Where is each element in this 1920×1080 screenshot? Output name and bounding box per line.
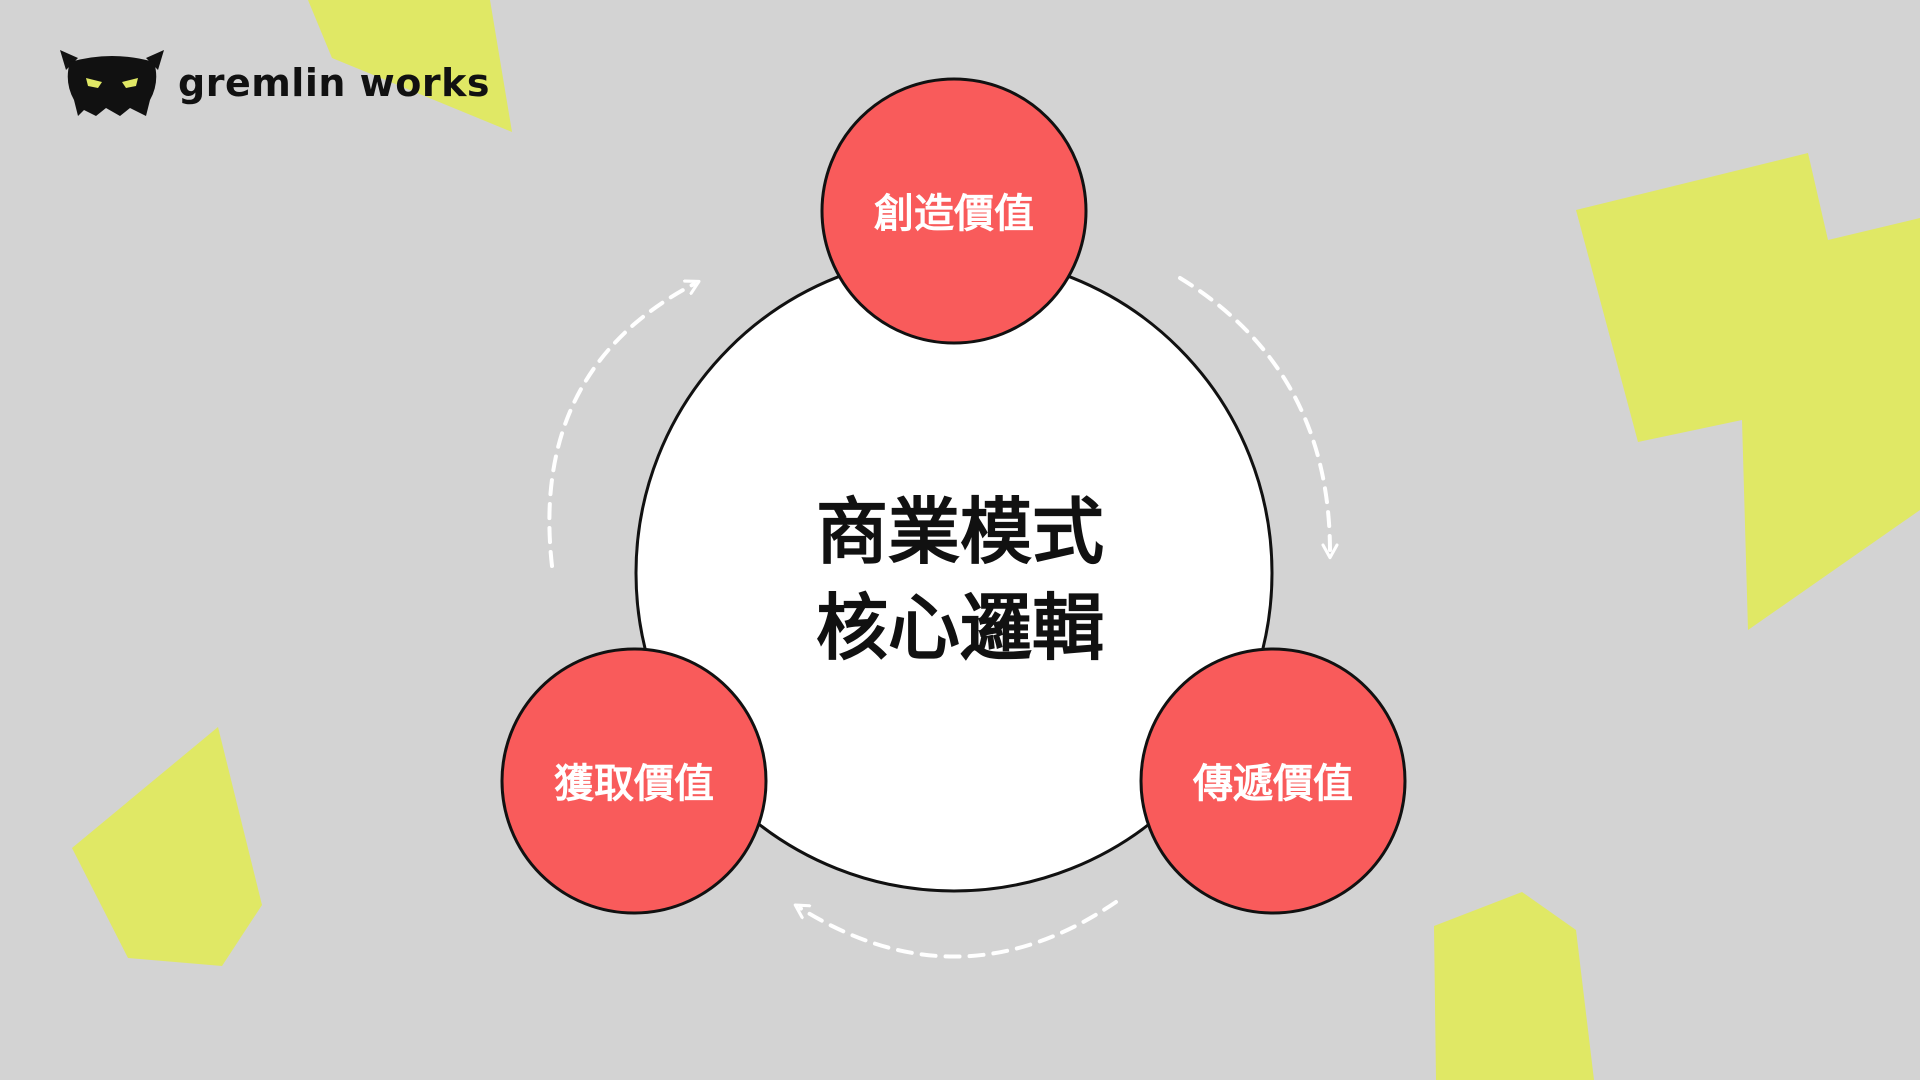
node-label-create: 創造價值	[874, 191, 1034, 237]
arrow-deliver-to-capture	[800, 900, 1118, 959]
node-circle-capture	[500, 647, 768, 915]
decor-shape-top	[308, 0, 512, 132]
decor-shape-bottom	[1434, 892, 1594, 1080]
decor-shape-right	[1576, 153, 1920, 630]
center-title-line-2: 核心邏輯	[815, 586, 1104, 670]
brand-logo: gremlin works	[56, 48, 490, 118]
center-title: 商業模式 核心邏輯	[720, 470, 1200, 690]
brand-name: gremlin works	[178, 61, 490, 105]
gremlin-mascot-icon	[60, 50, 164, 116]
node-circle-deliver	[1139, 647, 1407, 915]
center-title-line-1: 商業模式	[815, 490, 1104, 574]
node-circle-create	[820, 77, 1088, 345]
decor-shape-left	[72, 727, 262, 966]
arrow-capture-to-create	[547, 284, 694, 568]
node-label-deliver: 傳遞價值	[1193, 761, 1353, 807]
node-label-capture: 獲取價值	[554, 761, 714, 807]
